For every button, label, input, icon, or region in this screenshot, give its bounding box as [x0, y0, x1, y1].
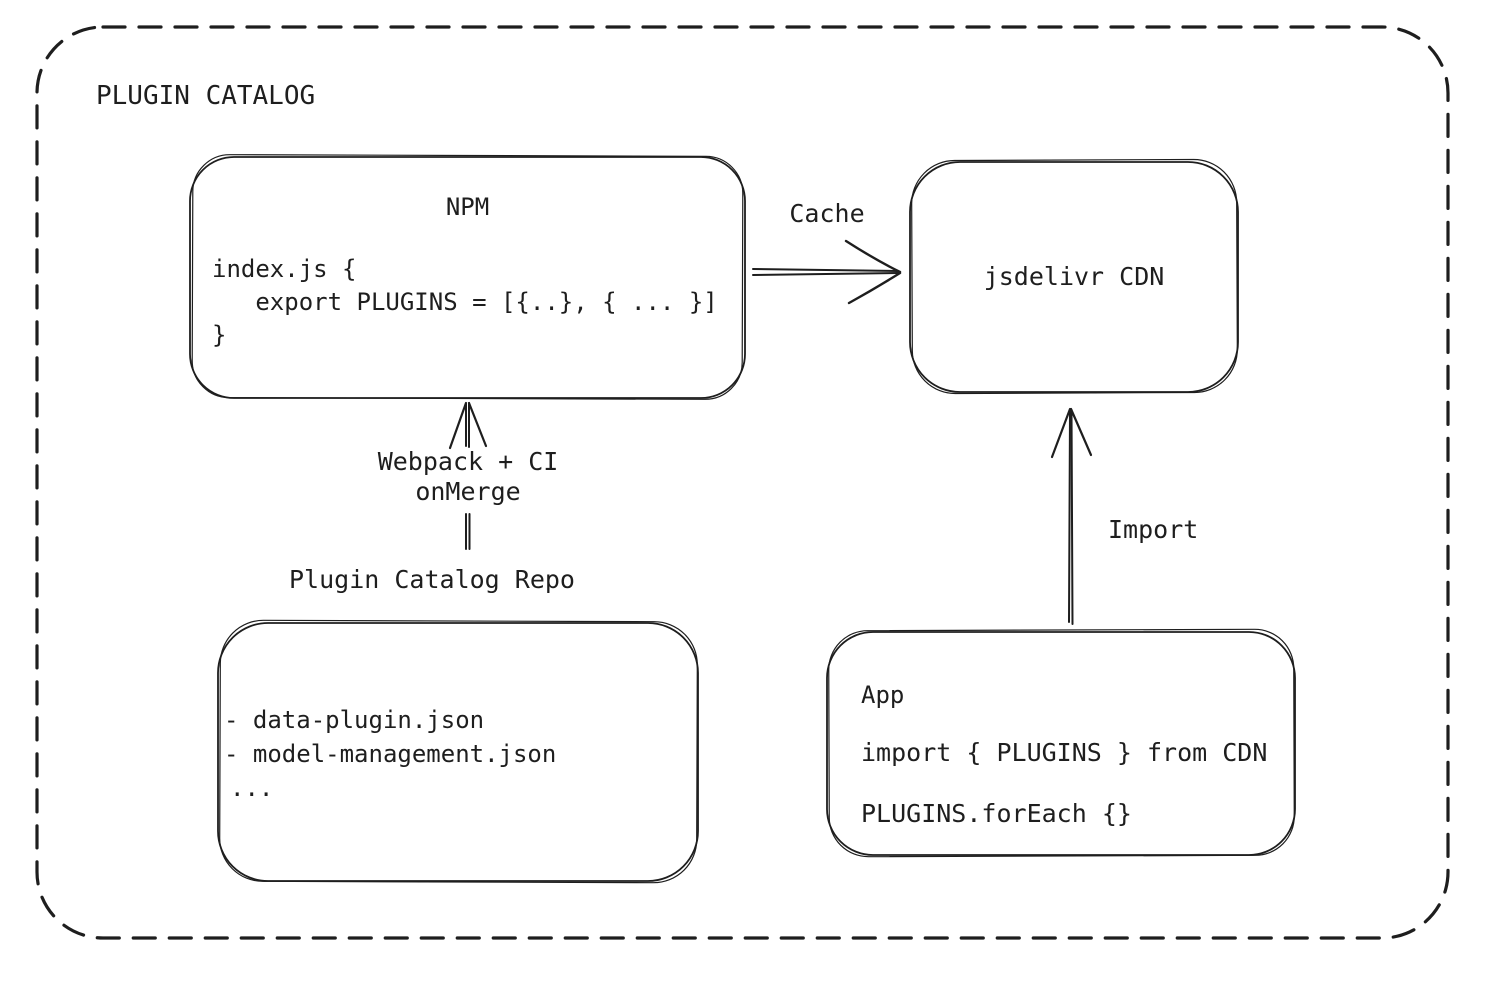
build-arrow-label-line-2: onMerge — [415, 477, 521, 506]
app-code-line-1: import { PLUGINS } from CDN — [861, 738, 1268, 767]
catalog-boundary — [35, 25, 1450, 940]
npm-code-line-2: export PLUGINS = [{..}, { ... }] — [212, 288, 718, 316]
npm-title: NPM — [445, 193, 490, 221]
import-arrow-label: Import — [1108, 515, 1199, 544]
import-arrow — [1050, 407, 1093, 625]
app-title: App — [861, 681, 905, 709]
cache-arrow-label: Cache — [789, 199, 865, 228]
npm-code-line-1: index.js { — [212, 255, 357, 283]
repo-file-1: - data-plugin.json — [224, 706, 485, 734]
npm-box — [189, 154, 746, 400]
app-box — [826, 628, 1296, 858]
cdn-box — [909, 158, 1239, 395]
cache-arrow — [752, 239, 902, 305]
catalog-title: PLUGIN CATALOG — [96, 81, 316, 111]
repo-file-2: - model-management.json — [224, 740, 557, 768]
build-arrow-label-line-1: Webpack + CI — [377, 447, 559, 476]
build-arrow — [448, 401, 488, 550]
repo-file-ellipsis: ... — [230, 774, 274, 802]
npm-code-line-3: } — [212, 321, 227, 349]
repo-box — [217, 619, 699, 884]
cdn-label: jsdelivr CDN — [983, 262, 1165, 291]
app-code-line-2: PLUGINS.forEach {} — [861, 799, 1132, 828]
repo-label: Plugin Catalog Repo — [289, 565, 575, 594]
